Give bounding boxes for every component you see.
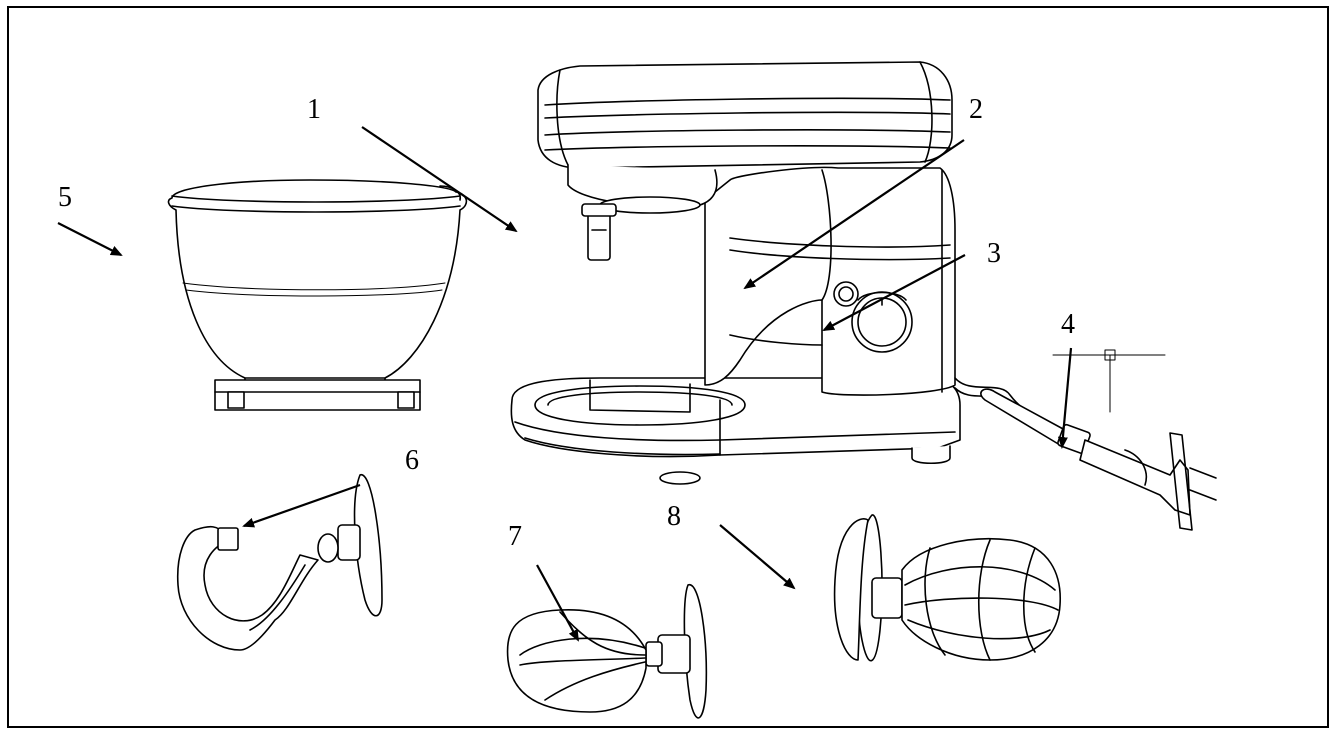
- arrow-1: [361, 126, 518, 233]
- arrow-4: [1057, 347, 1073, 449]
- callout-3: 3: [987, 238, 1001, 269]
- dough-hook: [176, 474, 383, 651]
- callout-7: 7: [508, 521, 522, 552]
- callout-6: 6: [405, 445, 419, 476]
- arrow-5: [57, 222, 123, 256]
- power-cord: [954, 349, 1217, 531]
- arrow-3: [822, 254, 966, 331]
- arrow-8: [719, 524, 796, 590]
- callout-1: 1: [307, 94, 321, 125]
- callout-arrows: [57, 126, 1073, 642]
- arrow-2: [743, 139, 965, 290]
- mixing-bowl: [167, 179, 468, 411]
- balloon-whisk: [833, 514, 1061, 662]
- callout-5: 5: [58, 182, 72, 213]
- flat-beater: [506, 584, 708, 719]
- callout-2: 2: [969, 94, 983, 125]
- arrow-6: [242, 483, 361, 528]
- mixer-body: [510, 61, 961, 485]
- callout-4: 4: [1061, 309, 1075, 340]
- callout-labels: 1 2 3 4 5 6 7 8: [58, 94, 1075, 552]
- callout-8: 8: [667, 501, 681, 532]
- arrow-7: [536, 564, 579, 642]
- frame-border: [7, 6, 1329, 728]
